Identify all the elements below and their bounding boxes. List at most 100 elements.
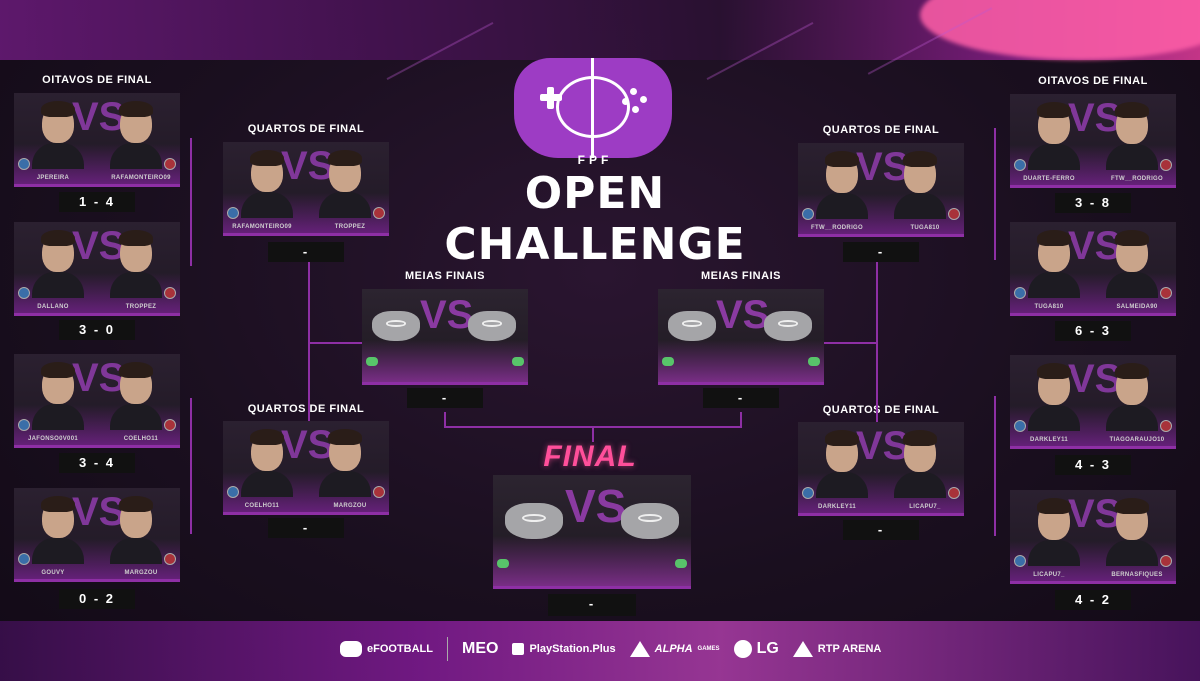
connector [994,128,996,260]
match-card-final[interactable]: VS [493,475,691,589]
mini-gamepad-icon [675,559,687,568]
gamepad-icon [372,311,420,341]
player-photo [1106,102,1158,170]
divider [447,637,448,661]
player-photo [110,496,162,564]
left-semi-label: MEIAS FINAIS [405,270,485,282]
sponsor-alpha: ALPHA GAMES [629,641,720,657]
match-card-semi-left[interactable]: VS [362,289,528,385]
team-badge-icon [227,207,239,219]
sponsor-label: PlayStation.Plus [529,643,616,655]
sponsor-label: LG [756,640,779,657]
connector [740,412,742,426]
match-score: 4 - 3 [1055,455,1131,475]
player-name: MARGZOU [333,503,367,509]
team-badge-icon [1160,420,1172,432]
connector [592,426,594,442]
team-badge-icon [1160,287,1172,299]
mini-gamepad-icon [366,357,378,366]
right-semi-label: MEIAS FINAIS [701,270,781,282]
team-badge-icon [18,287,30,299]
mini-gamepad-icon [808,357,820,366]
vs-mark: VS [1068,96,1122,140]
vs-mark: VS [856,424,910,468]
team-badge-icon [18,419,30,431]
match-card-right-r16-4[interactable]: VS LICAPU7_ BERNASFIQUES [1010,490,1176,584]
player-name: GOUVY [41,570,65,576]
match-card-left-qf-2[interactable]: VS COELHO11 MARGZOU [223,421,389,515]
match-score: 3 - 0 [59,320,135,340]
team-badge-icon [1014,420,1026,432]
player-photo [1028,363,1080,431]
player-photo [816,151,868,219]
connector [876,262,878,438]
match-card-right-r16-2[interactable]: VS TUGA810 SALMEIDA90 [1010,222,1176,316]
team-badge-icon [948,487,960,499]
vs-mark: VS [1068,224,1122,268]
gamepad-icon [764,311,812,341]
gamepad-icon [505,503,563,539]
vs-mark: VS [420,293,474,337]
team-badge-icon [1160,159,1172,171]
player-name: FTW__RODRIGO [811,225,863,231]
match-card-left-r16-4[interactable]: VS GOUVY MARGZOU [14,488,180,582]
team-badge-icon [802,487,814,499]
match-score: 6 - 3 [1055,321,1131,341]
vs-mark: VS [72,224,126,268]
vs-mark: VS [716,293,770,337]
match-score: - [268,518,344,538]
connector [994,396,996,536]
sponsor-efootball: eFOOTBALL [340,641,433,657]
team-badge-icon [1014,555,1026,567]
team-badge-icon [802,208,814,220]
player-name: JPEREIRA [36,175,70,181]
vs-mark: VS [1068,492,1122,536]
logo-org: FPF [577,153,613,167]
match-card-right-qf-1[interactable]: VS FTW__RODRIGO TUGA810 [798,143,964,237]
match-card-left-r16-2[interactable]: VS DALLANO TROPPEZ [14,222,180,316]
player-photo [1028,230,1080,298]
vs-mark: VS [565,480,627,532]
match-card-right-r16-3[interactable]: VS DARKLEY11 TIAGOARAUJO10 [1010,355,1176,449]
player-photo [32,362,84,430]
sponsor-lg: LG [733,640,779,658]
player-photo [110,230,162,298]
vs-mark: VS [72,95,126,139]
team-badge-icon [164,419,176,431]
match-card-left-r16-1[interactable]: VS JPEREIRA RAFAMONTEIRO09 [14,93,180,187]
player-photo [1028,498,1080,566]
sponsor-sublabel: GAMES [697,646,720,652]
sponsor-label: RTP ARENA [817,643,882,655]
match-score: 0 - 2 [59,589,135,609]
vs-mark: VS [72,356,126,400]
match-card-semi-right[interactable]: VS [658,289,824,385]
match-card-left-qf-1[interactable]: VS RAFAMONTEIRO09 TROPPEZ [223,142,389,236]
player-name: TUGA810 [910,225,940,231]
mini-gamepad-icon [662,357,674,366]
player-name: COELHO11 [123,436,159,442]
player-name: TROPPEZ [125,304,157,310]
sponsor-bar: eFOOTBALL MEO PlayStation.Plus ALPHA GAM… [340,634,881,664]
right-r16-label: OITAVOS DE FINAL [1038,75,1148,87]
team-badge-icon [373,207,385,219]
vs-mark: VS [72,490,126,534]
player-photo [241,429,293,497]
team-badge-icon [164,553,176,565]
match-score: 3 - 8 [1055,193,1131,213]
match-card-right-qf-2[interactable]: VS DARKLEY11 LICAPU7_ [798,422,964,516]
player-photo [241,150,293,218]
match-card-right-r16-1[interactable]: VS DUARTE-FERRO FTW__RODRIGO [1010,94,1176,188]
gamepad-icon [668,311,716,341]
connector [190,398,192,534]
team-badge-icon [1014,159,1026,171]
player-name: DARKLEY11 [817,504,857,510]
match-score: - [407,388,483,408]
player-name: LICAPU7_ [1033,572,1065,578]
match-card-left-r16-3[interactable]: VS JAFONSO0V001 COELHO11 [14,354,180,448]
player-name: COELHO11 [244,503,280,509]
vs-mark: VS [281,144,335,188]
vs-mark: VS [856,145,910,189]
left-qf-bottom-label: QUARTOS DE FINAL [247,403,365,415]
sponsor-label: ALPHA [654,643,693,655]
left-r16-label: OITAVOS DE FINAL [42,74,152,86]
